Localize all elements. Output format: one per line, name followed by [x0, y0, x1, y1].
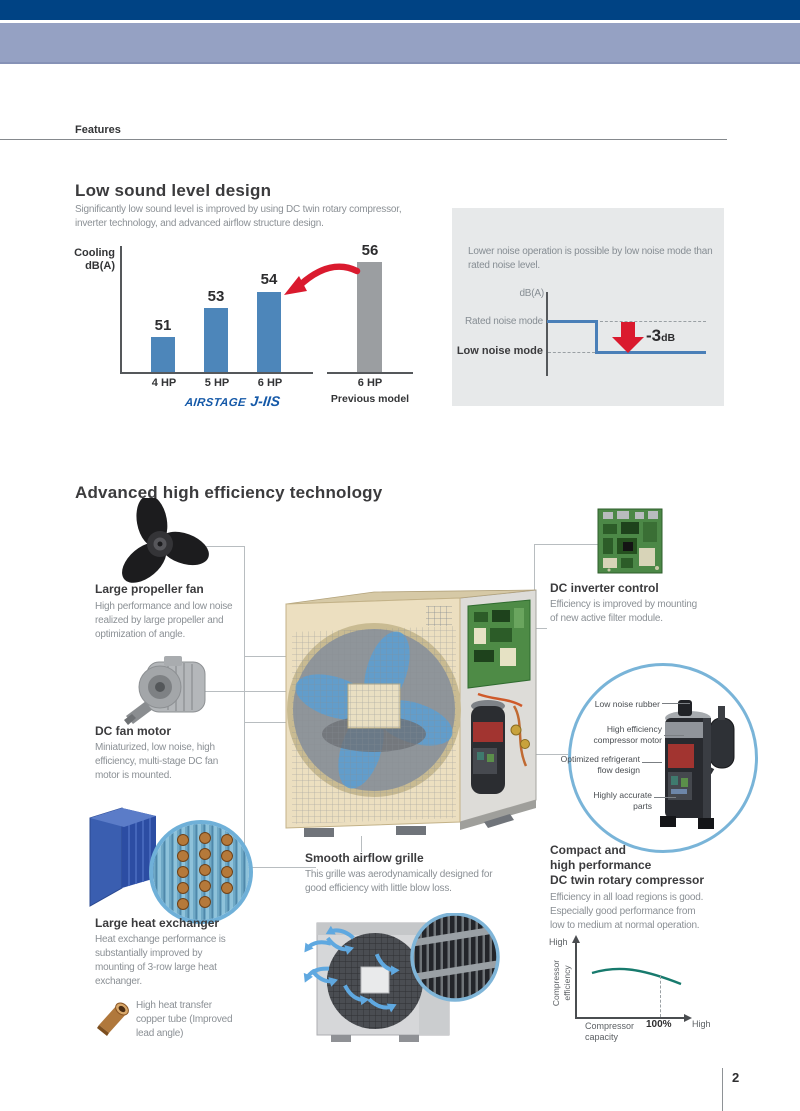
compressor-label-line — [642, 762, 662, 763]
noise-mode-panel — [452, 208, 724, 406]
bar-value-4hp: 51 — [154, 317, 172, 334]
header-blue-bar — [0, 23, 800, 64]
callout-line — [244, 656, 290, 657]
bar-value-6hp: 54 — [260, 271, 278, 288]
noise-axis-label: dB(A) — [519, 288, 544, 299]
callout-line — [361, 836, 362, 852]
motor-body: Miniaturized, low noise, high efficiency… — [95, 742, 219, 781]
callout-line — [206, 546, 244, 547]
bar-4hp — [151, 337, 175, 372]
footer-rule — [722, 1068, 723, 1111]
airstage-logo: AIRSTAGE J-IIS — [164, 393, 301, 411]
pcb-image — [597, 508, 663, 574]
delta-unit: dB — [661, 332, 676, 344]
compressor-label-refrigerant: Optimized refrigerant flow design — [560, 754, 640, 775]
heat-exchanger-image — [89, 807, 253, 924]
low-sound-intro: Significantly low sound level is improve… — [75, 204, 402, 229]
compressor-label-rubber: Low noise rubber — [594, 699, 660, 709]
callout-line — [244, 722, 290, 723]
bar-5hp — [204, 308, 228, 372]
bar-chart-axis-title: Cooling dB(A) — [74, 247, 115, 272]
delta-db-annotation: -3dB — [646, 326, 675, 346]
mini-chart-100: 100% — [646, 1019, 672, 1030]
airstage-logo-model: J-IIS — [249, 393, 281, 409]
compressor-label-line — [654, 797, 676, 798]
compressor-label-parts: Highly accurate parts — [593, 790, 652, 811]
compressor-title: Compact and high performance DC twin rot… — [550, 843, 705, 887]
rated-mode-label: Rated noise mode — [465, 316, 543, 327]
propeller-title: Large propeller fan — [95, 582, 204, 596]
bar-cat-6hp: 6 HP — [257, 377, 283, 389]
features-label: Features — [75, 124, 121, 136]
dc-fan-motor-image — [124, 656, 206, 725]
bar-value-previous: 56 — [361, 242, 379, 259]
low-dashed-line — [548, 352, 595, 353]
grille-closeup — [413, 915, 497, 999]
callout-line — [244, 867, 316, 868]
compressor-image — [660, 700, 735, 829]
callout-line — [512, 754, 568, 755]
rated-dashed-line — [600, 321, 706, 322]
compressor-body: Efficiency in all load regions is good. … — [550, 892, 704, 931]
airstage-logo-name: AIRSTAGE — [184, 397, 247, 409]
down-arrow-icon — [612, 322, 644, 353]
outdoor-unit-cutaway-image — [285, 589, 537, 837]
mini-chart-x-arrowhead — [684, 1014, 692, 1022]
bar-chart-baseline-right — [327, 372, 413, 374]
noise-diagram-axis — [546, 292, 548, 376]
callout-line — [244, 546, 245, 868]
mini-chart-ylabel: Compressor efficiency — [551, 959, 572, 1007]
step-down-line — [595, 320, 598, 354]
propeller-body: High performance and low noise realized … — [95, 601, 233, 640]
motor-title: DC fan motor — [95, 724, 171, 738]
low-mode-label: Low noise mode — [456, 345, 543, 357]
bar-previous — [357, 262, 382, 372]
callout-line — [534, 544, 535, 629]
heat-exchanger-body: Heat exchange performance is substantial… — [95, 934, 226, 987]
mini-chart-curve — [591, 967, 682, 986]
mini-chart-y-end: High — [549, 937, 568, 947]
copper-tube-note: High heat transfer copper tube (Improved… — [136, 1000, 233, 1039]
grille-title: Smooth airflow grille — [305, 851, 424, 865]
delta-value: -3 — [646, 326, 662, 345]
mini-chart-x-axis — [575, 1017, 685, 1019]
red-trend-arrow-icon — [284, 263, 361, 295]
compressor-label-motor: High efficiency compressor motor — [593, 724, 663, 745]
page-number: 2 — [732, 1070, 740, 1085]
bar-6hp — [257, 292, 281, 372]
compressor-label-line — [664, 735, 684, 736]
bar-value-5hp: 53 — [207, 288, 225, 305]
grille-body: This grille was aerodynamically designed… — [305, 869, 493, 894]
inverter-title: DC inverter control — [550, 581, 659, 595]
bar-chart-baseline-left — [120, 372, 313, 374]
section-title-low-sound: Low sound level design — [75, 181, 272, 200]
callout-line — [534, 544, 598, 545]
compressor-label-line — [662, 703, 690, 704]
mini-chart-xlabel: Compressor capacity — [585, 1021, 635, 1042]
callout-line — [534, 628, 547, 629]
callout-line — [200, 691, 290, 692]
heat-exchanger-title: Large heat exchanger — [95, 916, 220, 930]
bar-cat-4hp: 4 HP — [151, 377, 177, 389]
bar-cat-previous: 6 HP — [357, 377, 383, 389]
mini-chart-x-end: High — [692, 1019, 711, 1029]
low-level-line — [595, 351, 706, 354]
mini-chart-dashed-guide — [660, 976, 661, 1017]
grille-unit-image — [303, 913, 500, 1042]
noise-mode-text: Lower noise operation is possible by low… — [468, 246, 713, 271]
propeller-fan-image — [122, 498, 209, 583]
header-navy-bar — [0, 0, 800, 20]
previous-model-label: Previous model — [330, 393, 410, 405]
features-rule — [0, 139, 727, 140]
airflow-arrows — [303, 925, 400, 1013]
mini-chart-y-arrowhead — [572, 935, 580, 943]
inverter-body: Efficiency is improved by mounting of ne… — [550, 599, 697, 624]
copper-tube-icon — [97, 1002, 129, 1036]
mini-chart-y-axis — [575, 942, 577, 1018]
bar-chart-y-axis — [120, 246, 122, 373]
bar-cat-5hp: 5 HP — [204, 377, 230, 389]
rated-level-line — [547, 320, 597, 323]
